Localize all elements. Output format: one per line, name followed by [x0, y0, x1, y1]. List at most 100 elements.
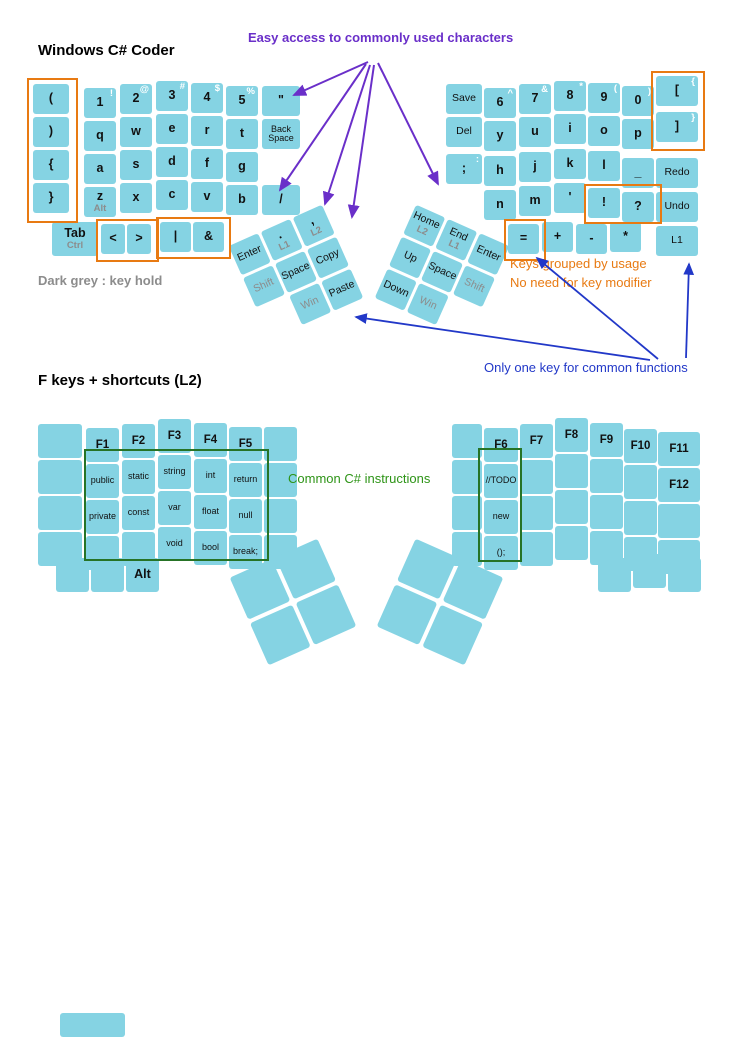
key-plus: + — [542, 222, 573, 252]
key-redo: Redo — [656, 158, 698, 188]
key-label: Space — [426, 259, 459, 284]
key-var: var — [158, 491, 191, 525]
key-f: f — [191, 149, 223, 179]
key-return: return — [229, 463, 262, 497]
key-slash: / — [262, 185, 300, 215]
key-blank — [56, 558, 89, 592]
key-label: 8 — [566, 88, 574, 103]
key-blank — [520, 532, 553, 566]
key-blank — [598, 558, 631, 592]
key-label: F11 — [669, 442, 689, 455]
key-f5: F5 — [229, 427, 262, 461]
key-shift-symbol: # — [179, 81, 185, 92]
key-label: Win — [299, 294, 321, 313]
key-label: F3 — [167, 429, 182, 442]
key-h: h — [484, 156, 516, 186]
key-label: j — [533, 159, 537, 174]
key-9: (9 — [588, 83, 620, 113]
key-label: o — [600, 123, 608, 138]
key-blank — [452, 424, 482, 458]
key-hold-label: Ctrl — [66, 240, 84, 252]
key-f12: F12 — [658, 468, 700, 502]
key-f1: F1 — [86, 428, 119, 462]
key-label: Win — [417, 294, 439, 313]
key-blank — [624, 465, 657, 499]
key-label: ( — [48, 91, 54, 106]
key-equals: = — [508, 224, 539, 254]
key-i: i — [554, 114, 586, 144]
key-n: n — [484, 190, 516, 220]
key-label: private — [88, 511, 116, 522]
key-save: Save — [446, 84, 482, 114]
key-label: F6 — [494, 438, 508, 451]
key-q: q — [84, 121, 116, 151]
key-blank — [452, 532, 482, 566]
key-label: v — [203, 189, 211, 204]
key-label: > — [135, 231, 143, 246]
key-f4: F4 — [194, 423, 227, 457]
key-label: void — [166, 538, 183, 549]
key-int: int — [194, 459, 227, 493]
key-label: //TODO — [485, 475, 517, 486]
key-label: F5 — [238, 437, 253, 450]
key-label: F8 — [564, 428, 579, 441]
key-label: _ — [634, 165, 642, 180]
key-label: u — [531, 124, 539, 139]
key-j: j — [519, 152, 551, 182]
key-label: Redo — [664, 166, 690, 179]
key-label: 2 — [132, 91, 140, 106]
key-label: s — [132, 157, 140, 172]
key-label: c — [168, 187, 176, 202]
key-blank — [38, 460, 82, 494]
key-void: void — [158, 527, 191, 561]
key-r: r — [191, 116, 223, 146]
key-label: e — [168, 121, 176, 136]
layout-title-fkeys: F keys + shortcuts (L2) — [38, 372, 202, 389]
key-label: f — [204, 156, 210, 171]
key-label: + — [553, 229, 562, 244]
key-alt: Alt — [126, 558, 159, 592]
key-f3: F3 — [158, 419, 191, 453]
key-undo: Undo — [656, 192, 698, 222]
key-hold-label: L2 — [414, 223, 430, 239]
key-label: 9 — [600, 90, 608, 105]
key-shift-symbol: ) — [647, 86, 651, 97]
key-label: new — [492, 511, 510, 522]
key-m: m — [519, 186, 551, 216]
key-minus: - — [576, 224, 607, 254]
key-s: s — [120, 150, 152, 180]
key-label: Save — [452, 92, 476, 105]
key-b: b — [226, 185, 258, 215]
key-label: return — [233, 474, 258, 485]
key-2: @2 — [120, 84, 152, 114]
key-label: q — [96, 128, 104, 143]
key-label: t — [239, 126, 245, 141]
key-greater-than: > — [127, 224, 151, 254]
key-apostrophe: ' — [554, 183, 586, 213]
key-label: 5 — [238, 93, 246, 108]
key-label: F2 — [131, 434, 146, 447]
key-label: ? — [634, 199, 642, 214]
key-label: [ — [674, 83, 680, 98]
key-shift-symbol: { — [691, 76, 695, 87]
key-label: Space — [279, 259, 312, 284]
key-a: a — [84, 154, 116, 184]
key-label: float — [201, 506, 219, 517]
key-f9: F9 — [590, 423, 623, 457]
key-blank — [555, 454, 588, 488]
key-blank — [520, 496, 553, 530]
note-one-key-common-functions: Only one key for common functions — [484, 360, 688, 375]
key-label: / — [279, 192, 283, 207]
key-blank — [624, 501, 657, 535]
note-keys-grouped: Keys grouped by usage — [510, 256, 647, 271]
key-label: ! — [601, 195, 607, 210]
key-label: z — [96, 189, 104, 204]
key-label: | — [173, 229, 178, 244]
key-label: & — [203, 229, 214, 244]
key-label: 7 — [531, 91, 539, 106]
key-label: Enter — [474, 243, 503, 265]
key-bool: bool — [194, 531, 227, 565]
key-blank — [38, 496, 82, 530]
key-f11: F11 — [658, 432, 700, 466]
